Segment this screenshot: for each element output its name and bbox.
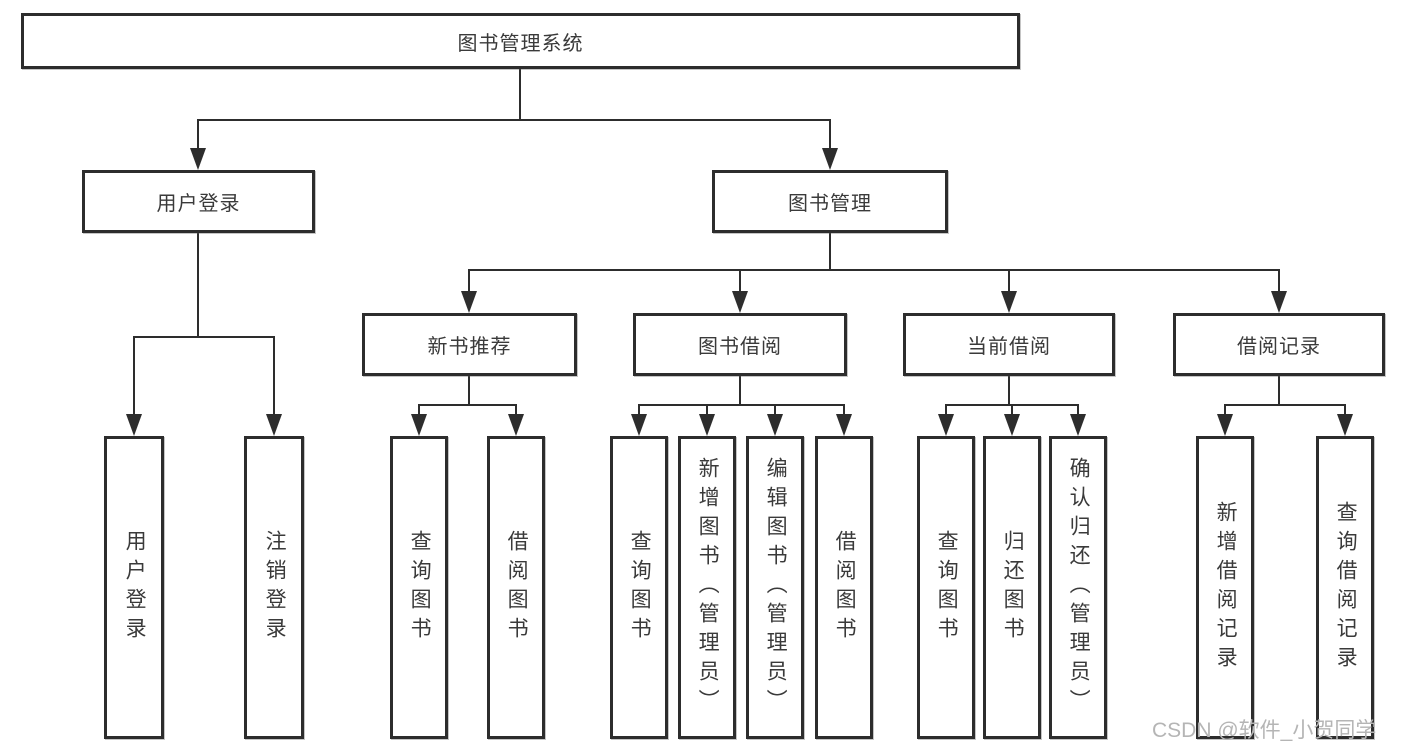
node-label: 新增借阅记录 bbox=[1214, 500, 1238, 675]
leaf-user-login: 用户登录 bbox=[104, 436, 164, 739]
node-label: 查询图书 bbox=[935, 529, 959, 646]
arrowhead-down-icon bbox=[1271, 291, 1287, 313]
arrowhead-down-icon bbox=[126, 414, 142, 436]
leaf-add-borrow-record: 新增借阅记录 bbox=[1196, 436, 1254, 739]
connector-line bbox=[945, 404, 947, 416]
arrowhead-down-icon bbox=[266, 414, 282, 436]
arrowhead-down-icon bbox=[1337, 414, 1353, 436]
connector-line bbox=[1008, 269, 1010, 293]
node-label: 用户登录 bbox=[123, 529, 147, 646]
node-label: 查询图书 bbox=[628, 529, 652, 646]
node-label: 新增图书（管理员） bbox=[696, 457, 720, 718]
leaf-return-books: 归还图书 bbox=[983, 436, 1041, 739]
connector-line bbox=[1077, 404, 1079, 416]
node-label: 确认归还（管理员） bbox=[1067, 457, 1091, 718]
arrowhead-down-icon bbox=[1217, 414, 1233, 436]
leaf-query-books: 查询图书 bbox=[610, 436, 668, 739]
connector-line bbox=[774, 404, 776, 416]
connector-line bbox=[133, 336, 275, 338]
node-label: 编辑图书（管理员） bbox=[764, 457, 788, 718]
arrowhead-down-icon bbox=[938, 414, 954, 436]
node-new-book-recommend: 新书推荐 bbox=[362, 313, 577, 376]
arrowhead-down-icon bbox=[508, 414, 524, 436]
connector-line bbox=[706, 404, 708, 416]
connector-line bbox=[829, 233, 831, 271]
connector-line bbox=[1278, 376, 1280, 406]
arrowhead-down-icon bbox=[1070, 414, 1086, 436]
node-library-system: 图书管理系统 bbox=[21, 13, 1020, 69]
node-borrowing-records: 借阅记录 bbox=[1173, 313, 1385, 376]
arrowhead-down-icon bbox=[1001, 291, 1017, 313]
node-label: 借阅记录 bbox=[1237, 336, 1321, 358]
connector-line bbox=[133, 336, 135, 416]
connector-line bbox=[515, 404, 517, 416]
arrowhead-down-icon bbox=[822, 148, 838, 170]
connector-line bbox=[1278, 269, 1280, 293]
node-label: 借阅图书 bbox=[505, 529, 529, 646]
connector-line bbox=[197, 233, 199, 338]
node-book-borrowing: 图书借阅 bbox=[633, 313, 847, 376]
node-label: 新书推荐 bbox=[427, 336, 512, 358]
node-label: 图书管理 bbox=[788, 193, 872, 215]
connector-line bbox=[418, 404, 517, 406]
connector-line bbox=[638, 404, 845, 406]
node-label: 查询借阅记录 bbox=[1334, 500, 1358, 675]
leaf-query-books: 查询图书 bbox=[390, 436, 448, 739]
leaf-query-borrow-record: 查询借阅记录 bbox=[1316, 436, 1374, 739]
node-label: 借阅图书 bbox=[833, 529, 857, 646]
node-current-borrowing: 当前借阅 bbox=[903, 313, 1115, 376]
arrowhead-down-icon bbox=[461, 291, 477, 313]
leaf-confirm-return-admin: 确认归还（管理员） bbox=[1049, 436, 1107, 739]
connector-line bbox=[468, 376, 470, 406]
node-label: 查询图书 bbox=[408, 529, 432, 646]
connector-line bbox=[739, 376, 741, 406]
watermark: CSDN @软件_小贺同学 bbox=[1152, 719, 1377, 742]
arrowhead-down-icon bbox=[767, 414, 783, 436]
connector-line bbox=[1224, 404, 1345, 406]
leaf-borrow-books: 借阅图书 bbox=[815, 436, 873, 739]
connector-line bbox=[468, 269, 1280, 271]
node-book-management: 图书管理 bbox=[712, 170, 948, 233]
connector-line bbox=[468, 269, 470, 293]
arrowhead-down-icon bbox=[836, 414, 852, 436]
node-label: 图书管理系统 bbox=[457, 32, 584, 55]
connector-line bbox=[1008, 376, 1010, 406]
connector-line bbox=[739, 269, 741, 293]
connector-line bbox=[638, 404, 640, 416]
connector-line bbox=[829, 119, 831, 150]
arrowhead-down-icon bbox=[732, 291, 748, 313]
connector-line bbox=[273, 336, 275, 416]
leaf-borrow-books: 借阅图书 bbox=[487, 436, 545, 739]
arrowhead-down-icon bbox=[411, 414, 427, 436]
arrowhead-down-icon bbox=[190, 148, 206, 170]
node-label: 归还图书 bbox=[1001, 529, 1025, 646]
connector-line bbox=[843, 404, 845, 416]
leaf-edit-book-admin: 编辑图书（管理员） bbox=[746, 436, 804, 739]
connector-line bbox=[1344, 404, 1346, 416]
leaf-query-books: 查询图书 bbox=[917, 436, 975, 739]
node-label: 用户登录 bbox=[156, 193, 241, 215]
node-user-login: 用户登录 bbox=[82, 170, 315, 233]
connector-line bbox=[197, 119, 831, 121]
connector-line bbox=[1011, 404, 1013, 416]
leaf-add-book-admin: 新增图书（管理员） bbox=[678, 436, 736, 739]
connector-line bbox=[418, 404, 420, 416]
node-label: 注销登录 bbox=[263, 529, 287, 646]
node-label: 当前借阅 bbox=[967, 336, 1051, 358]
connector-line bbox=[519, 69, 521, 121]
leaf-logout: 注销登录 bbox=[244, 436, 304, 739]
arrowhead-down-icon bbox=[699, 414, 715, 436]
connector-line bbox=[1224, 404, 1226, 416]
node-label: 图书借阅 bbox=[698, 336, 782, 358]
connector-line bbox=[197, 119, 199, 150]
arrowhead-down-icon bbox=[631, 414, 647, 436]
arrowhead-down-icon bbox=[1004, 414, 1020, 436]
